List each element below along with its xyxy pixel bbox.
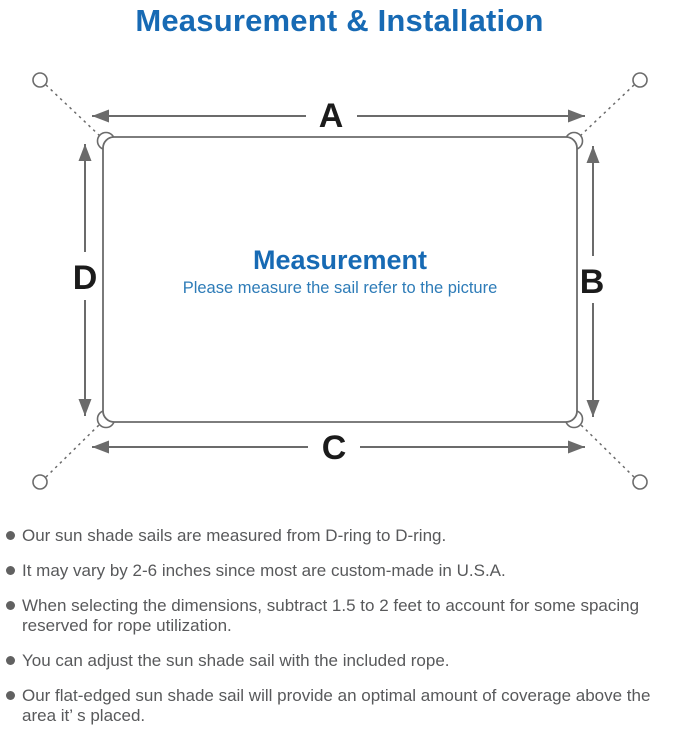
note-text: You can adjust the sun shade sail with t… — [22, 651, 450, 670]
tether-line-bottom-right — [578, 422, 635, 478]
bullet-icon — [6, 601, 15, 610]
dimension-label-d: D — [73, 259, 98, 297]
note-item: You can adjust the sun shade sail with t… — [2, 651, 666, 671]
tether-line-top-left — [45, 84, 102, 138]
note-item: Our flat-edged sun shade sail will provi… — [2, 686, 666, 726]
measurement-diagram: A C D B Measurement Please measure the s… — [32, 72, 648, 490]
sail-rectangle — [102, 136, 578, 423]
note-text: When selecting the dimensions, subtract … — [22, 596, 640, 635]
bullet-icon — [6, 566, 15, 575]
diagram-center-subtitle: Please measure the sail refer to the pic… — [183, 279, 498, 297]
note-text: Our sun shade sails are measured from D-… — [22, 526, 447, 545]
anchor-ring-top-left-icon — [32, 72, 48, 88]
anchor-ring-top-right-icon — [632, 72, 648, 88]
dimension-label-b: B — [580, 263, 605, 301]
page-title: Measurement & Installation — [135, 3, 544, 38]
bullet-icon — [6, 531, 15, 540]
bullet-icon — [6, 656, 15, 665]
anchor-ring-bottom-left-icon — [32, 474, 48, 490]
anchor-ring-bottom-right-icon — [632, 474, 648, 490]
tether-line-bottom-left — [45, 422, 102, 478]
dimension-label-a: A — [319, 97, 344, 135]
note-item: When selecting the dimensions, subtract … — [2, 596, 666, 636]
bullet-icon — [6, 691, 15, 700]
note-text: Our flat-edged sun shade sail will provi… — [22, 686, 651, 725]
dimension-label-c: C — [322, 429, 347, 467]
notes-list: Our sun shade sails are measured from D-… — [2, 526, 666, 741]
diagram-center-title: Measurement — [253, 245, 427, 275]
tether-line-top-right — [578, 84, 635, 138]
note-text: It may vary by 2-6 inches since most are… — [22, 561, 506, 580]
note-item: It may vary by 2-6 inches since most are… — [2, 561, 666, 581]
note-item: Our sun shade sails are measured from D-… — [2, 526, 666, 546]
